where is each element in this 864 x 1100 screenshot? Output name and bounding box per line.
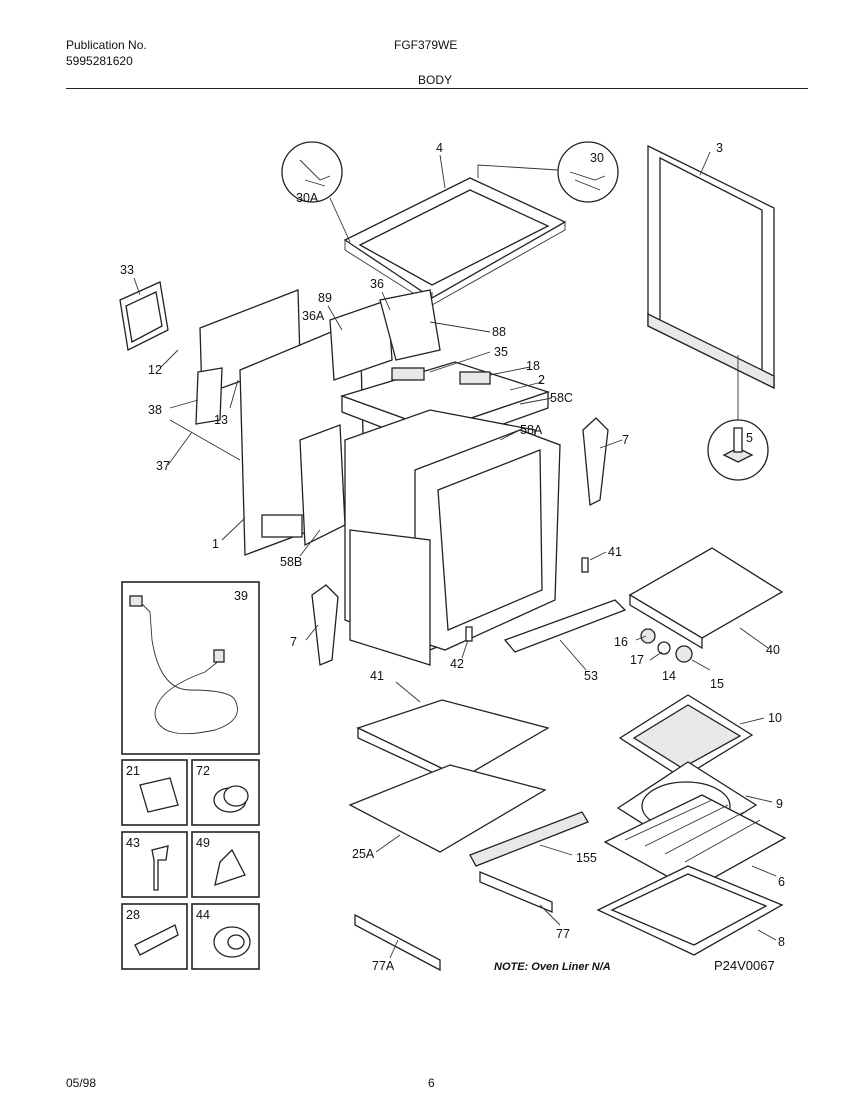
part-25a-frame [348,764,547,853]
label-36: 36 [370,277,384,291]
label-44: 44 [196,908,210,922]
label-35: 35 [494,345,508,359]
label-7-right: 7 [622,433,629,447]
label-13: 13 [214,413,228,427]
label-58a: 58A [520,423,543,437]
label-3: 3 [716,141,723,155]
label-49: 49 [196,836,210,850]
part-10-broiler-grid [618,694,754,779]
label-7-left: 7 [290,635,297,649]
label-30: 30 [590,151,604,165]
label-4: 4 [436,141,443,155]
footer-date: 05/98 [66,1076,97,1090]
publication-number: 5995281620 [66,54,133,68]
part-15-bulb [657,641,671,655]
part-41-clip-right [581,557,589,573]
label-17: 15 [710,677,724,691]
label-14: 16 [614,635,628,649]
inset-21 [121,759,188,826]
label-37: 37 [156,459,170,473]
label-6: 6 [778,875,785,889]
label-89: 89 [318,291,332,305]
part-16-socket [675,645,693,663]
label-41-left: 42 [450,657,464,671]
label-53: 53 [584,669,598,683]
figure-code: P24V0067 [714,958,775,973]
publication-label: Publication No. [66,38,147,52]
label-88: 88 [492,325,506,339]
label-41-right: 41 [608,545,622,559]
part-38-strap [195,367,223,425]
label-155: 155 [576,851,597,865]
label-77: 77 [556,927,570,941]
part-77a-bracket [354,913,441,972]
inset-44 [191,903,260,970]
label-43: 43 [126,836,140,850]
label-9: 9 [776,797,783,811]
label-18: 18 [526,359,540,373]
part-17-wire [691,659,711,671]
part-7-hinge-left [311,584,339,666]
label-15: 17 [630,653,644,667]
model-number: FGF379WE [394,38,458,52]
header-rule [66,88,808,89]
detail-circle-30 [477,141,619,203]
part-8-bottom-tray [596,865,784,956]
inset-39-power-cord [121,581,260,755]
label-2: 2 [538,373,545,387]
label-12: 12 [148,363,162,377]
label-16: 14 [662,669,676,683]
part-40-tray [628,547,784,650]
part-14-knob [640,628,656,644]
part-77-baffle [479,871,553,913]
label-5: 5 [746,431,753,445]
part-6-oven-rack [603,794,787,891]
label-58c: 58C [550,391,573,405]
label-10: 10 [768,711,782,725]
detail-circle-5 [707,355,769,481]
label-77a: 77A [372,959,395,973]
oven-body [299,409,561,666]
part-37-wire [169,419,241,461]
inset-72 [191,759,260,826]
part-155-burner [469,811,589,867]
part-33-bracket [119,281,169,351]
label-39: 39 [234,589,248,603]
label-42: 41 [370,669,384,683]
label-72: 72 [196,764,210,778]
part-3-door-frame [647,144,775,390]
label-40: 40 [766,643,780,657]
label-36a: 36A [302,309,325,323]
label-25a: 25A [352,847,375,861]
label-8: 8 [778,935,785,949]
inset-28 [121,903,188,970]
part-7-hinge-right [582,417,609,507]
detail-circle-30a [281,141,351,243]
footer-page-number: 6 [428,1076,435,1090]
section-title: BODY [418,73,453,87]
inset-43 [121,831,188,898]
part-41-clip-left [465,626,473,642]
leader-lines [133,154,777,959]
inset-49 [191,831,260,898]
part-53-front-rail [503,599,627,653]
label-21: 21 [126,764,140,778]
label-33: 33 [120,263,134,277]
oven-liner-note: NOTE: Oven Liner N/A [494,961,611,973]
label-58b: 58B [280,555,302,569]
label-1: 1 [212,537,219,551]
label-30a: 30A [296,191,319,205]
label-28: 28 [126,908,140,922]
label-38: 38 [148,403,162,417]
part-36-bracket [329,289,441,381]
